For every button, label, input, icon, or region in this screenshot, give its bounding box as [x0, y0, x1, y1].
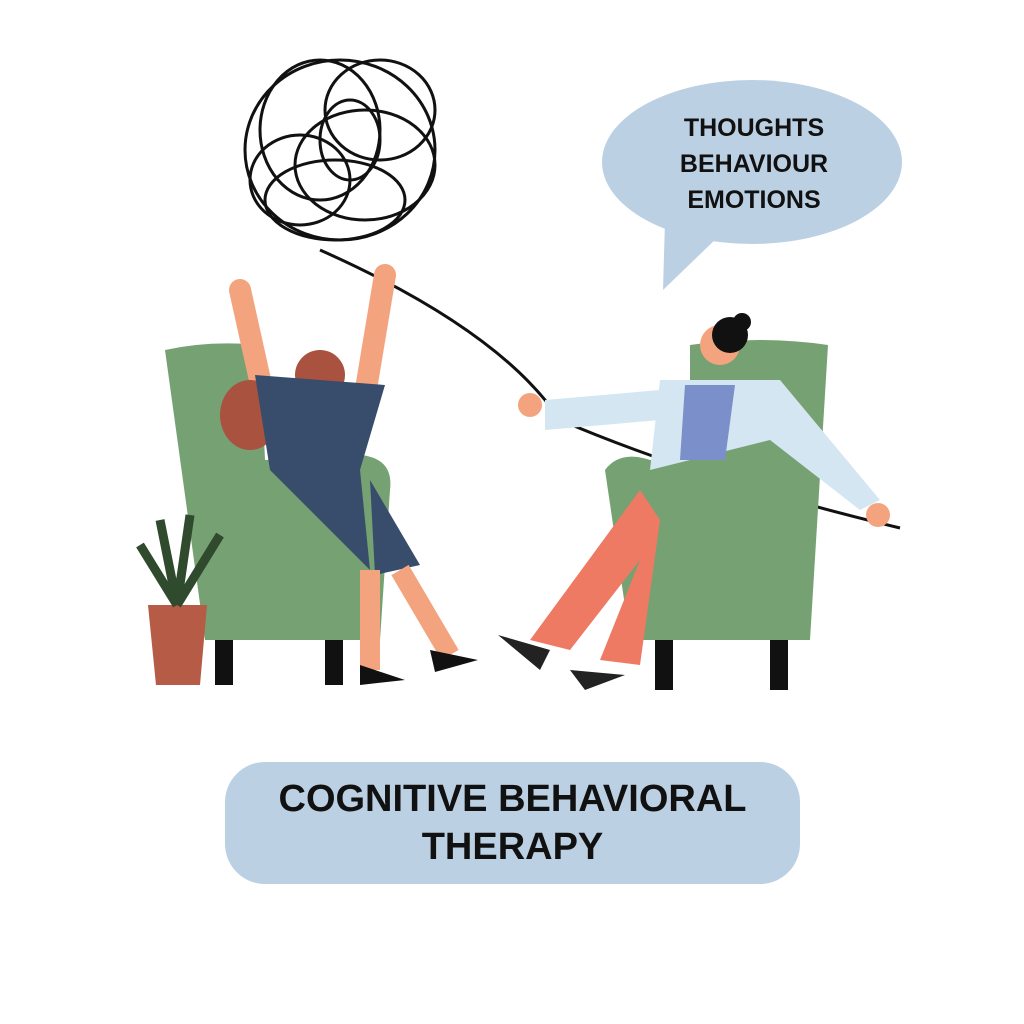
title-banner: COGNITIVE BEHAVIORAL THERAPY	[225, 762, 800, 884]
plant-pot	[136, 514, 224, 685]
speech-bubble	[602, 80, 902, 290]
therapist	[498, 313, 890, 690]
banner-line-1: COGNITIVE BEHAVIORAL	[278, 778, 747, 820]
client-woman	[220, 264, 478, 685]
bubble-line-thoughts: THOUGHTS	[683, 114, 825, 142]
banner-line-2: THERAPY	[421, 826, 604, 868]
speech-bubble-text: THOUGHTS BEHAVIOUR EMOTIONS	[640, 110, 868, 218]
bubble-line-emotions: EMOTIONS	[687, 186, 821, 214]
bubble-line-behaviour: BEHAVIOUR	[679, 150, 829, 178]
